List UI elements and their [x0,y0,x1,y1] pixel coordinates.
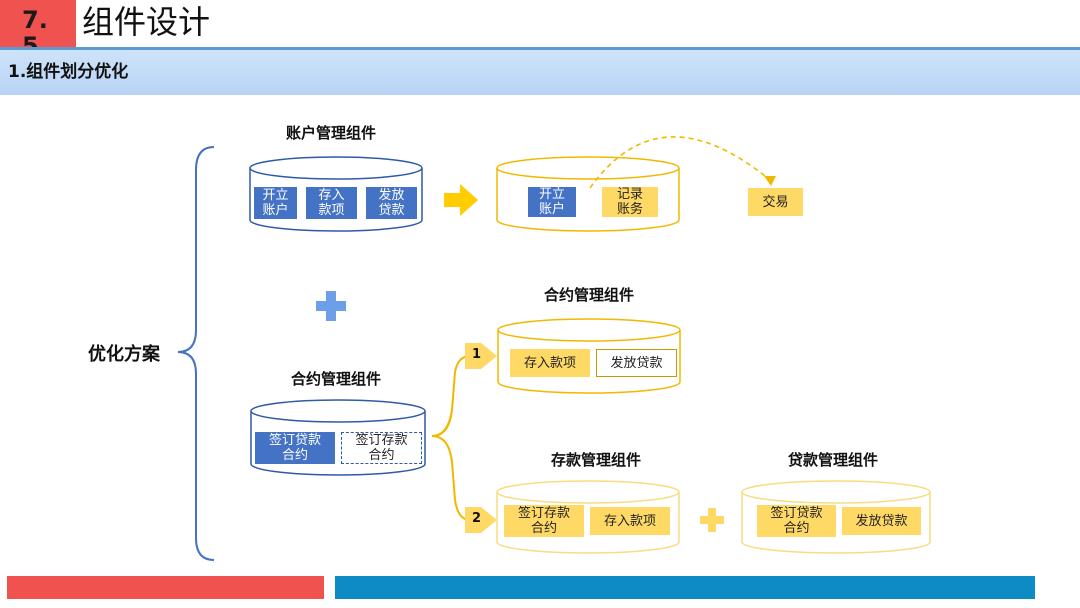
branch-2-arrow [465,507,497,533]
branch-connector [431,355,471,521]
account-component-title: 账户管理组件 [286,124,377,142]
contract-result-cylinder [497,318,681,394]
transaction-box: 交易 [748,188,803,216]
contract-result-title: 合约管理组件 [544,286,635,304]
curly-brace-icon [177,146,215,561]
curved-dashed-arrow-icon [589,136,771,189]
loan-component-title: 贷款管理组件 [788,451,879,469]
footer-bar-red [7,576,324,599]
deposit-item-deposit: 存入款项 [590,507,670,535]
scheme-label: 优化方案 [88,344,160,365]
account-result-bookkeeping: 记录 账务 [602,187,658,217]
contract-component-title: 合约管理组件 [291,370,382,388]
branch-1-arrow [465,343,497,369]
deposit-item-contract: 签订存款 合约 [504,505,584,537]
contract-result-loan: 发放贷款 [596,349,677,377]
deposit-component-title: 存款管理组件 [551,451,642,469]
account-item-deposit: 存入 款项 [306,187,357,219]
subtitle-bar: 1.组件划分优化 [0,47,1080,95]
branch-1-label: 1 [472,347,482,362]
account-result-open: 开立 账户 [528,187,576,217]
section-number: 7.5 [22,6,48,60]
right-arrow-icon [444,184,478,216]
contract-item-deposit: 签订存款 合约 [341,432,422,464]
page-title: 组件设计 [82,3,211,41]
account-item-open: 开立 账户 [254,187,297,219]
account-item-loan: 发放 贷款 [366,187,417,219]
plus-icon [700,508,724,532]
contract-result-deposit: 存入款项 [510,349,590,377]
plus-icon [316,291,346,321]
loan-item-loan: 发放贷款 [842,507,921,535]
branch-2-label: 2 [472,511,482,526]
loan-item-contract: 签订贷款 合约 [757,505,836,537]
subtitle: 1.组件划分优化 [8,62,129,82]
contract-item-loan: 签订贷款 合约 [255,432,335,464]
section-badge: 7.5 [0,0,76,59]
footer-bar-blue [335,576,1035,599]
